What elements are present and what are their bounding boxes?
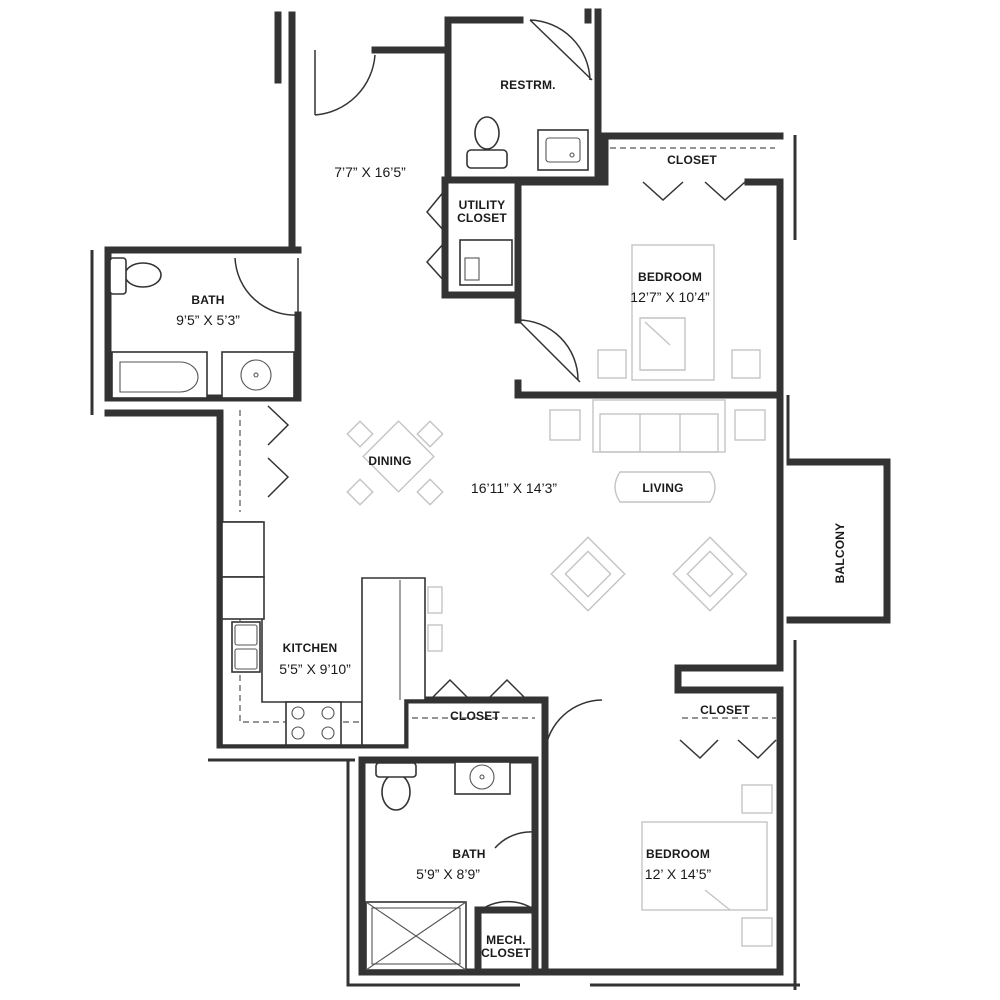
bath2-toilet-icon: [375, 762, 417, 811]
utility-line2: CLOSET: [457, 211, 507, 225]
bath1-dimensions: 9’5” X 5’3”: [176, 312, 240, 328]
kitchen-label: KITCHEN: [282, 641, 338, 655]
kitchen-island: [361, 577, 426, 746]
balcony-label: BALCONY: [833, 522, 847, 584]
armchair-right-icon: [672, 536, 748, 612]
dining-table-icon: [346, 420, 444, 506]
closet-mid-label: CLOSET: [450, 709, 500, 723]
restroom-sink-icon: [537, 129, 589, 171]
bath2-sink-icon: [454, 761, 511, 795]
armchair-left-icon: [550, 536, 626, 612]
fixtures: [109, 116, 776, 971]
bedroom2-label: BEDROOM: [645, 847, 711, 861]
furniture: [346, 244, 773, 947]
coffee-table-icon: [614, 471, 716, 503]
kitchen-dimensions: 5’5” X 9’10”: [279, 661, 351, 677]
mech-line2: CLOSET: [481, 946, 531, 960]
mech-closet-label: MECH. CLOSET: [481, 934, 531, 960]
living-label: LIVING: [642, 481, 684, 495]
bath2-label: BATH: [452, 847, 486, 861]
bedroom1-dimensions: 12’7” X 10’4”: [630, 289, 710, 305]
kitchen-sink-icon: [231, 621, 261, 673]
bath2-dimensions: 5’9” X 8’9”: [416, 866, 480, 882]
closet-bedroom2-label: CLOSET: [700, 703, 750, 717]
utility-line1: UTILITY: [458, 198, 506, 212]
utility-closet-label: UTILITY CLOSET: [457, 199, 507, 225]
dining-label: DINING: [368, 454, 412, 468]
restroom-toilet-icon: [466, 116, 508, 169]
restroom-label: RESTRM.: [500, 78, 556, 92]
bedroom2-bed-icon: [641, 784, 773, 947]
bedroom1-bed-icon: [597, 244, 761, 381]
mech-line1: MECH.: [486, 933, 526, 947]
bedroom1-label: BEDROOM: [637, 270, 703, 284]
entry-dimensions: 7’7” X 16’5”: [334, 164, 406, 180]
living-dining-dimensions: 16’11” X 14’3”: [470, 480, 558, 496]
bath2-shower-icon: [365, 901, 467, 971]
utility-washer-icon: [459, 239, 513, 286]
living-sofa-icon: [549, 399, 766, 453]
bath1-toilet-icon: [109, 257, 162, 295]
door-swings: [234, 19, 777, 913]
kitchen-stove-icon: [285, 701, 342, 746]
bath1-sink-icon: [221, 351, 295, 399]
bedroom2-dimensions: 12’ X 14’5”: [644, 866, 712, 882]
bath1-tub-icon: [111, 351, 208, 399]
bath1-label: BATH: [191, 293, 225, 307]
closet-top-label: CLOSET: [667, 153, 717, 167]
